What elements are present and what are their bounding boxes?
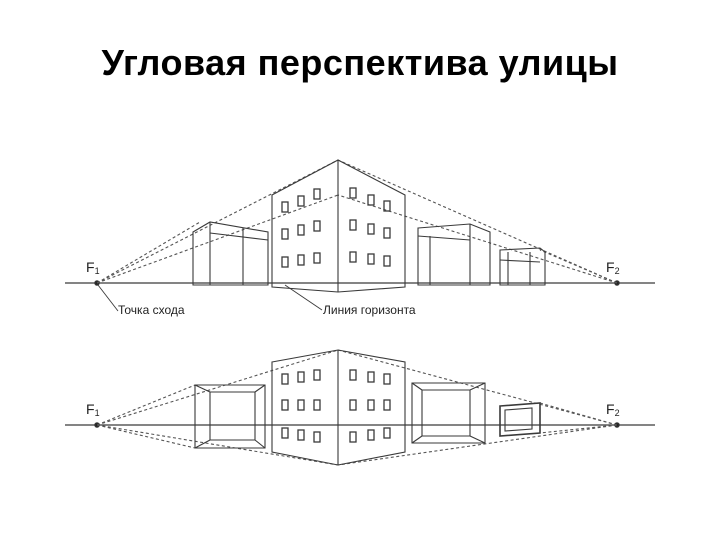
left-building-top [192, 221, 269, 286]
right-building-bottom [411, 382, 486, 444]
horizon-line-label: Линия горизонта [323, 303, 416, 317]
bottom-drawing [65, 349, 655, 466]
windows-right-face-bottom [349, 369, 391, 443]
windows-left-face-bottom [281, 369, 321, 443]
windows-left-face-top [281, 188, 321, 268]
f2-label-top: F2 [606, 259, 620, 276]
pointer-horizon-line [284, 284, 323, 311]
central-building-bottom [271, 349, 406, 466]
left-building-bottom [194, 384, 266, 449]
construction-lines-bottom [96, 349, 618, 466]
top-drawing [65, 159, 655, 312]
construction-lines-top [96, 159, 618, 284]
far-right-building-top [499, 247, 546, 286]
f2-label-bottom: F2 [606, 401, 620, 418]
right-building-top [417, 223, 491, 286]
pointer-vanishing-point [97, 284, 119, 312]
far-right-building-bottom [499, 402, 541, 437]
page-title: Угловая перспектива улицы [101, 42, 619, 83]
vanishing-point-label: Точка схода [118, 303, 185, 317]
f1-label-bottom: F1 [86, 401, 100, 418]
f1-label-top: F1 [86, 259, 100, 276]
windows-right-face-top [349, 187, 391, 267]
central-building-top [271, 159, 406, 293]
